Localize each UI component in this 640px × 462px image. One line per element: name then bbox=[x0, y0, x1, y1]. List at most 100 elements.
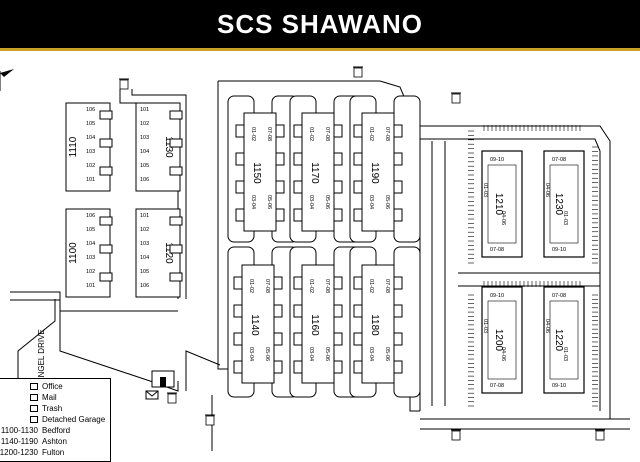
unit-label: 01-02 bbox=[308, 279, 314, 293]
unit-label: 103 bbox=[140, 241, 149, 247]
building-number: 1230 bbox=[553, 193, 564, 216]
parking-pad bbox=[393, 124, 403, 138]
unit-label: 07-08 bbox=[264, 279, 270, 293]
building-number: 1180 bbox=[369, 314, 380, 336]
building-inner bbox=[487, 300, 517, 380]
unit-label: 07-08 bbox=[552, 157, 566, 163]
building-outline bbox=[543, 150, 585, 258]
legend-item: Office bbox=[0, 382, 110, 391]
trash-can-body bbox=[353, 67, 363, 78]
parking-pad bbox=[233, 304, 243, 318]
parking-pad bbox=[293, 304, 303, 318]
parking-pad bbox=[333, 124, 343, 138]
road-segment bbox=[185, 350, 221, 391]
building-number: 1210 bbox=[493, 193, 504, 216]
north-arrow-icon bbox=[0, 69, 14, 77]
parking-pad bbox=[393, 360, 403, 374]
parking-pad bbox=[235, 152, 245, 166]
unit-label: 05-06 bbox=[266, 195, 272, 209]
unit-label: 103 bbox=[86, 149, 95, 155]
parking-pad bbox=[293, 332, 303, 346]
detached-garage bbox=[393, 246, 421, 398]
parking-pad bbox=[275, 124, 285, 138]
parking-pad bbox=[393, 180, 403, 194]
garage-stall bbox=[99, 272, 113, 282]
unit-label: 09-10 bbox=[552, 247, 566, 253]
parking-pad bbox=[333, 152, 343, 166]
unit-label: 01-03 bbox=[482, 183, 488, 197]
parking-pad bbox=[353, 276, 363, 290]
unit-label: 01-03 bbox=[482, 319, 488, 333]
unit-label: 04-06 bbox=[500, 211, 506, 225]
legend-label: Mail bbox=[42, 393, 57, 402]
parking-pad bbox=[393, 332, 403, 346]
unit-label: 01-03 bbox=[562, 211, 568, 225]
unit-label: 102 bbox=[140, 121, 149, 127]
building-outline bbox=[241, 264, 275, 384]
unit-label: 03-04 bbox=[248, 347, 254, 361]
trash-can-body bbox=[595, 430, 605, 441]
parking-pad bbox=[333, 276, 343, 290]
unit-label: 07-08 bbox=[552, 293, 566, 299]
envelope-flap bbox=[145, 390, 159, 397]
trash-icon bbox=[205, 414, 215, 426]
trash-can-body bbox=[119, 79, 129, 90]
parking-pad bbox=[275, 180, 285, 194]
garage-stall bbox=[99, 216, 113, 226]
street-label: ENGEL DRIVE bbox=[37, 329, 46, 383]
building-number: 1120 bbox=[163, 242, 174, 264]
building-1210: 1210 09-10 01-03 04-06 07-08 bbox=[481, 150, 523, 258]
building-number: 1150 bbox=[251, 162, 262, 184]
header-bar: SCS SHAWANO bbox=[0, 0, 640, 50]
parking-pad bbox=[293, 152, 303, 166]
unit-label: 07-08 bbox=[384, 127, 390, 141]
building-inner bbox=[549, 164, 579, 244]
parking-pad bbox=[353, 332, 363, 346]
building-number: 1100 bbox=[68, 242, 79, 264]
building-inner bbox=[487, 164, 517, 244]
unit-label: 05-06 bbox=[384, 195, 390, 209]
unit-label: 101 bbox=[140, 213, 149, 219]
unit-label: 103 bbox=[140, 135, 149, 141]
building-number: 1200 bbox=[493, 329, 504, 352]
garage-stall bbox=[169, 272, 183, 282]
unit-label: 01-02 bbox=[368, 279, 374, 293]
unit-label: 104 bbox=[140, 255, 149, 261]
trash-icon bbox=[451, 92, 461, 104]
garage-stall bbox=[99, 138, 113, 148]
legend-key: 1140-1190 bbox=[0, 437, 38, 446]
mail-icon bbox=[30, 394, 38, 401]
building-outline bbox=[481, 150, 523, 258]
parking-pad bbox=[353, 304, 363, 318]
road-segment bbox=[420, 138, 601, 411]
parking-pad bbox=[333, 332, 343, 346]
trash-can-body bbox=[451, 430, 461, 441]
unit-label: 01-02 bbox=[308, 127, 314, 141]
trash-icon bbox=[353, 66, 363, 78]
road-segment bbox=[10, 291, 61, 311]
parking-pad bbox=[235, 180, 245, 194]
unit-label: 09-10 bbox=[490, 157, 504, 163]
unit-label: 101 bbox=[86, 177, 95, 183]
parking-pad bbox=[293, 276, 303, 290]
parking-pad bbox=[293, 180, 303, 194]
parking-pad bbox=[233, 360, 243, 374]
parking-pad bbox=[333, 360, 343, 374]
building-number: 1110 bbox=[68, 136, 79, 157]
unit-label: 01-02 bbox=[248, 279, 254, 293]
parking-pad bbox=[333, 304, 343, 318]
unit-label: 101 bbox=[86, 283, 95, 289]
unit-label: 07-08 bbox=[490, 247, 504, 253]
parking-pad bbox=[233, 332, 243, 346]
unit-label: 102 bbox=[86, 163, 95, 169]
parking-pad bbox=[275, 208, 285, 222]
